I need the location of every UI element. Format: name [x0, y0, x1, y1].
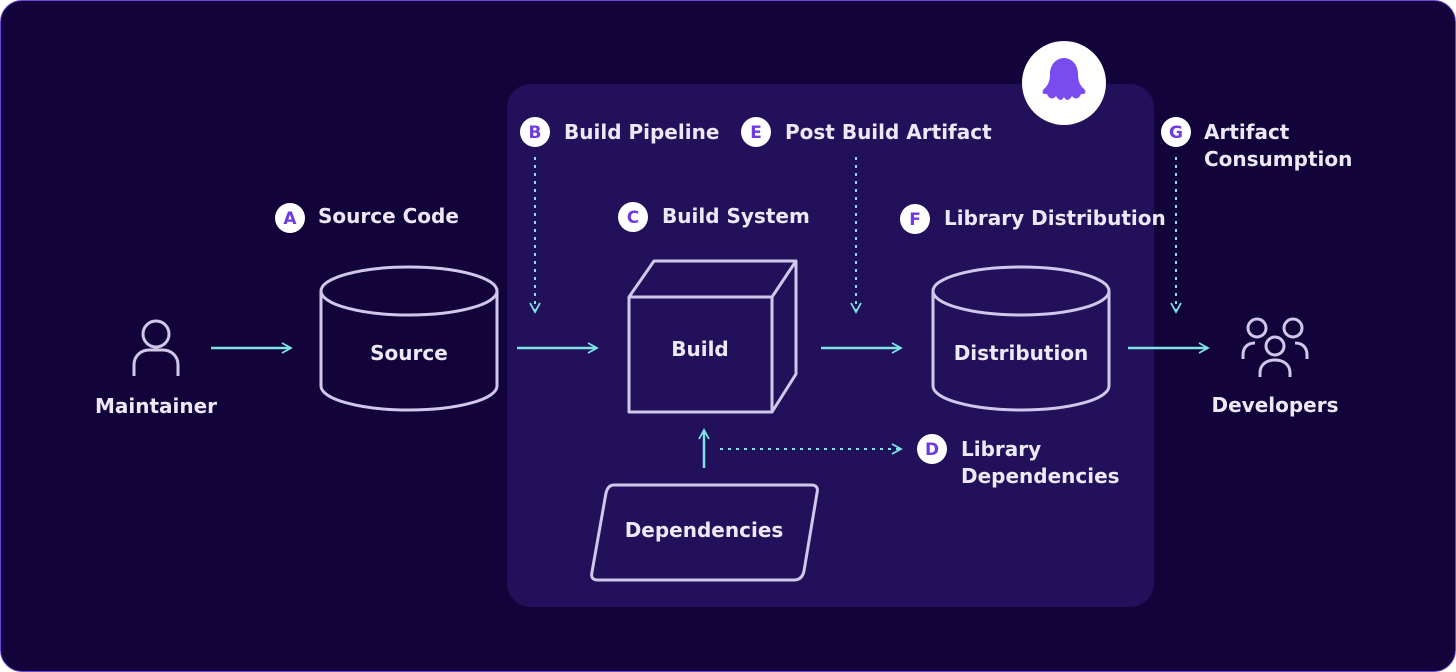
- badge-c: [618, 202, 648, 232]
- step-d: D Library Dependencies: [917, 434, 1120, 488]
- badge-b-letter: B: [529, 123, 542, 143]
- badge-a: [275, 203, 305, 233]
- step-g-label-line1: Artifact: [1204, 120, 1290, 144]
- badge-c-letter: C: [627, 208, 639, 228]
- step-c-label: Build System: [662, 204, 810, 228]
- octopus-logo-icon: [1022, 41, 1106, 125]
- step-e-label: Post Build Artifact: [785, 120, 992, 144]
- developers-label: Developers: [1211, 393, 1338, 417]
- badge-e: [741, 117, 771, 147]
- step-c: C Build System: [618, 202, 810, 232]
- badge-g-letter: G: [1169, 123, 1183, 143]
- step-a-label: Source Code: [318, 204, 459, 228]
- step-f-label: Library Distribution: [944, 206, 1166, 230]
- badge-f-letter: F: [909, 210, 921, 230]
- dependencies-parallelogram: [590, 483, 819, 582]
- step-a: A Source Code: [275, 203, 459, 233]
- person-icon: [132, 319, 180, 376]
- step-b: B Build Pipeline: [520, 117, 719, 147]
- maintainer-label: Maintainer: [95, 394, 217, 418]
- badge-e-letter: E: [750, 123, 762, 143]
- badge-d: [917, 434, 947, 464]
- source-cylinder: [319, 265, 499, 412]
- step-d-label-line1: Library: [961, 437, 1041, 461]
- build-node-label: Build: [671, 337, 729, 361]
- step-g-label-line2: Consumption: [1204, 147, 1352, 171]
- step-e: E Post Build Artifact: [741, 117, 992, 147]
- build-cube: [627, 259, 798, 414]
- badge-f: [900, 204, 930, 234]
- step-g: G Artifact Consumption: [1161, 117, 1352, 171]
- source-node-label: Source: [370, 341, 448, 365]
- step-b-label: Build Pipeline: [564, 120, 719, 144]
- distribution-cylinder: [931, 265, 1111, 412]
- badge-g: [1161, 117, 1191, 147]
- badge-a-letter: A: [283, 209, 297, 229]
- step-f: F Library Distribution: [900, 204, 1166, 234]
- dependencies-node-label: Dependencies: [625, 518, 784, 542]
- step-d-label-line2: Dependencies: [961, 464, 1120, 488]
- badge-d-letter: D: [925, 440, 939, 460]
- build-platform-panel: [507, 84, 1154, 607]
- badge-b: [520, 117, 550, 147]
- distribution-node-label: Distribution: [954, 341, 1089, 365]
- users-group-icon: [1241, 317, 1309, 377]
